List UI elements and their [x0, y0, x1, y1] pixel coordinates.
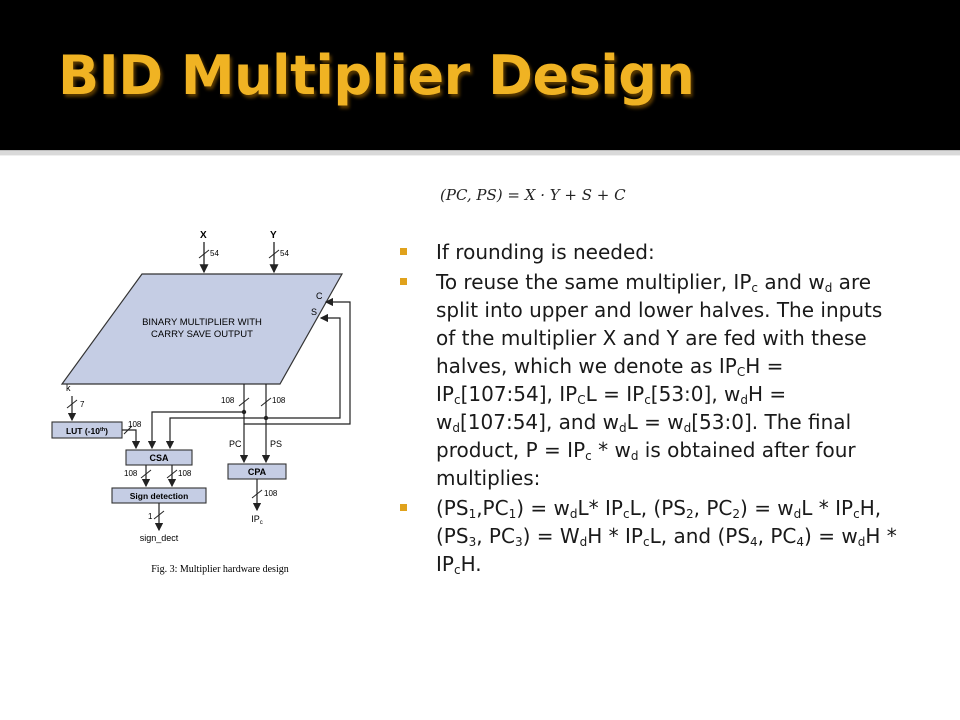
slide-title: BID Multiplier Design [58, 44, 695, 107]
sign-width-label: 1 [148, 512, 153, 521]
y-width-label: 54 [280, 249, 289, 258]
cpa-label: CPA [248, 467, 267, 477]
x-width-slash [198, 249, 210, 259]
bullet-text: If rounding is needed: [436, 240, 655, 264]
carry-input-label: C [316, 291, 323, 301]
sum-input-label: S [311, 307, 317, 317]
pc-width-slash [238, 397, 250, 407]
ps-label: PS [270, 439, 282, 449]
carry-feedback-line [244, 297, 351, 425]
bullet-item-rounding: If rounding is needed: [398, 238, 898, 266]
formula: (PC, PS) = X · Y + S + C [440, 186, 626, 204]
cpa-width-slash [251, 489, 263, 499]
multiplier-label-line2: CARRY SAVE OUTPUT [151, 329, 253, 340]
csa-block [125, 449, 193, 466]
csa-right-slash [166, 469, 178, 479]
bullet-marker [400, 278, 407, 285]
csa-label: CSA [149, 453, 169, 463]
lut-width-label: 108 [128, 420, 142, 429]
ps-width-label: 108 [272, 396, 286, 405]
pc-to-csa-line [147, 411, 244, 450]
csa-left-slash [140, 469, 152, 479]
pc-label: PC [229, 439, 242, 449]
bullet-list: If rounding is needed: To reuse the same… [398, 238, 898, 580]
k-input-label: k [66, 383, 71, 393]
title-bar: BID Multiplier Design [0, 0, 960, 150]
k-width-label: 7 [80, 400, 85, 409]
y-input-label: Y [270, 230, 277, 241]
ps-width-slash [260, 397, 272, 407]
sign-output-label: sign_dect [140, 533, 179, 543]
multiplier-diagram: X Y 54 54 BINARY MULTIPLIER WITH CARRY S… [51, 230, 351, 575]
ps-to-csa-line [165, 417, 266, 450]
multiplier-label-line1: BINARY MULTIPLIER WITH [142, 317, 262, 328]
bullet-marker [400, 248, 407, 255]
csa-left-width: 108 [124, 469, 138, 478]
bullet-item-reuse: To reuse the same multiplier, IPc and wd… [398, 268, 898, 492]
y-width-slash [268, 249, 280, 259]
pc-width-label: 108 [221, 396, 235, 405]
binary-multiplier-block [60, 273, 344, 385]
x-input-label: X [200, 230, 207, 241]
csa-right-width: 108 [178, 469, 192, 478]
figure-caption: Fig. 3: Multiplier hardware design [151, 564, 288, 575]
sign-width-slash [153, 510, 165, 520]
lut-label: LUT (-10th) [66, 426, 108, 436]
lut-to-csa-line [122, 429, 141, 450]
title-divider [0, 150, 960, 156]
k-width-slash [66, 399, 78, 409]
sign-detection-label: Sign detection [130, 491, 189, 501]
cpa-width-label: 108 [264, 489, 278, 498]
bullet-item-multiplies: (PS1,PC1) = wdL* IPcL, (PS2, PC2) = wdL … [398, 494, 898, 578]
sum-feedback-line [266, 313, 341, 419]
x-width-label: 54 [210, 249, 219, 258]
lut-width-slash [123, 425, 133, 435]
ip-output-label: IPc [251, 514, 263, 526]
bullet-marker [400, 504, 407, 511]
